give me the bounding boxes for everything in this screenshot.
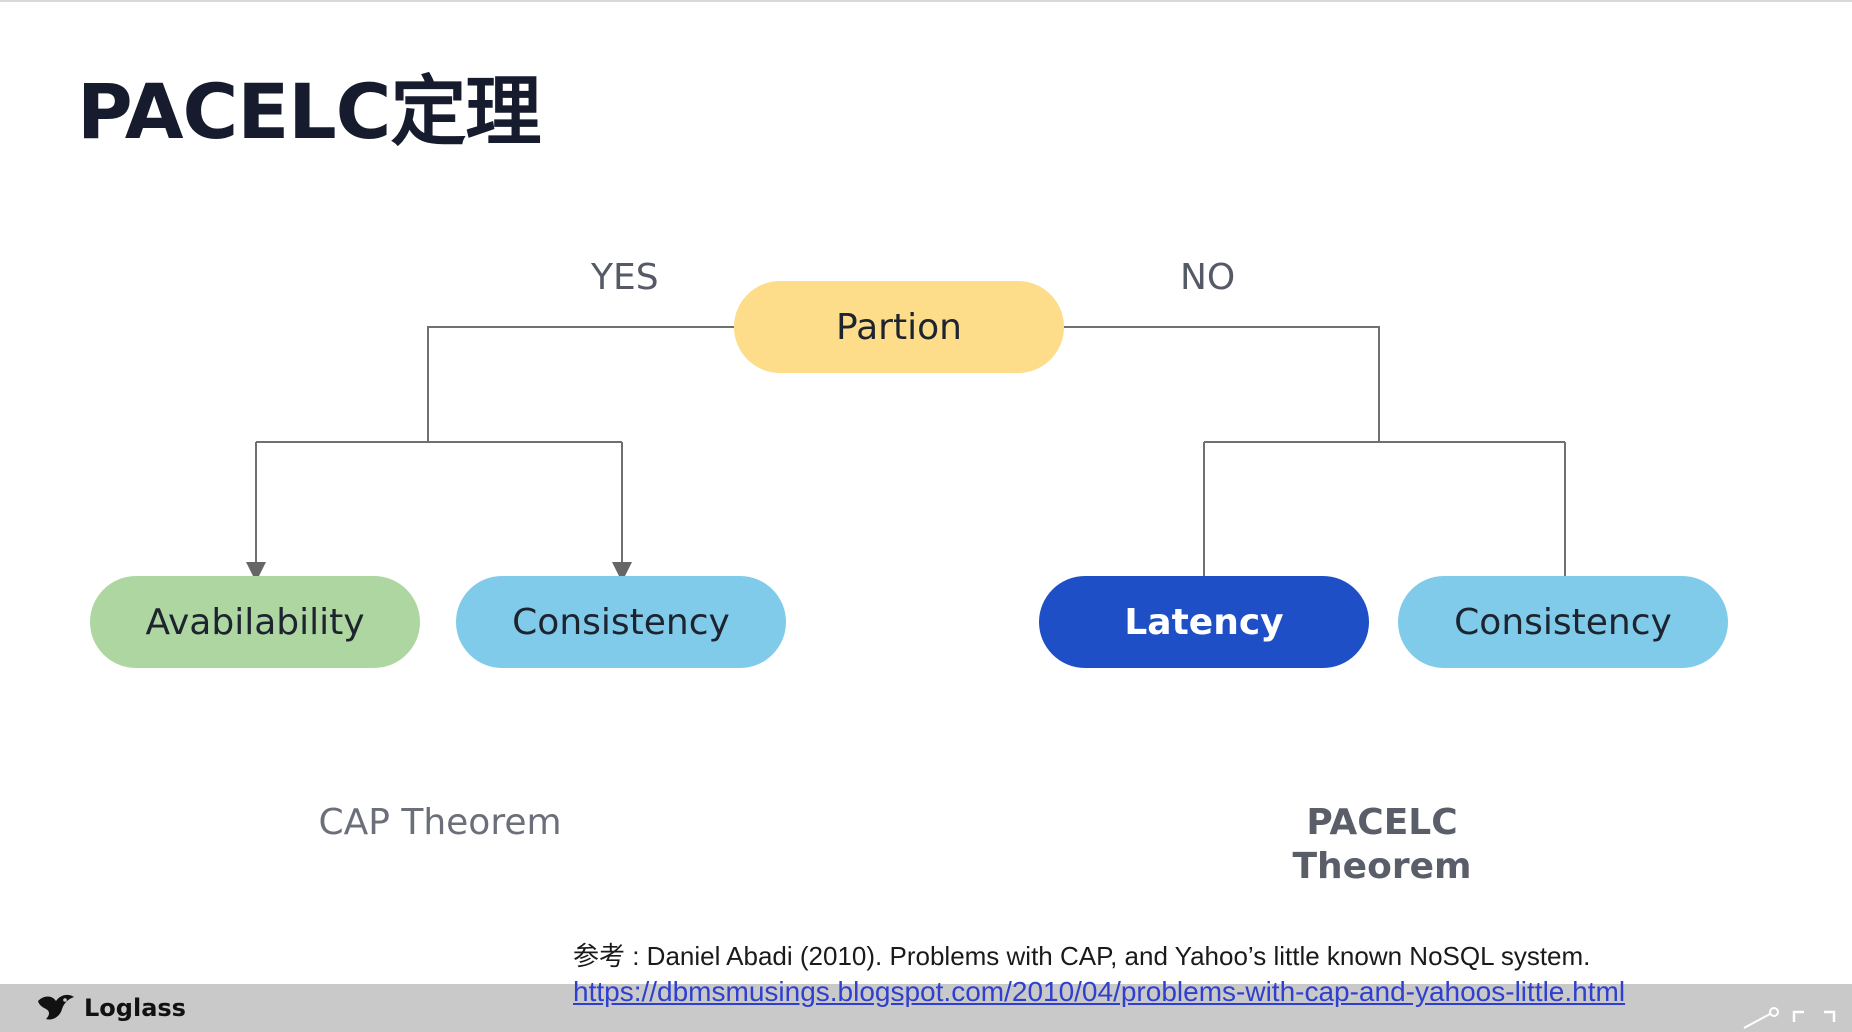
cap-theorem-caption: CAP Theorem [318,802,562,843]
no-label: NO [1180,257,1236,298]
pen-icon[interactable] [1740,1006,1784,1032]
availability-node: Avabilability [90,576,420,668]
page-title: PACELC定理 [77,67,541,156]
brand-name: Loglass [84,994,186,1022]
availability-node-label: Avabilability [145,601,365,643]
pacelc-theorem-caption: PACELC Theorem [1232,801,1532,889]
brand-logo: Loglass [34,988,186,1028]
reference-link[interactable]: https://dbmsmusings.blogspot.com/2010/04… [573,976,1626,1007]
partion-node-label: Partion [836,306,962,348]
fullscreen-icon[interactable] [1790,1006,1840,1032]
footer-bar [0,984,1852,1032]
pacelc-caption-line1: PACELC [1306,802,1458,843]
latency-node: Latency [1039,576,1369,668]
bird-icon [38,994,74,1020]
connector-no-trunk [1064,326,1380,442]
consistency-node-right: Consistency [1398,576,1728,668]
reference-text: 参考 : Daniel Abadi (2010). Problems with … [573,941,1591,971]
connector-yes-trunk [427,326,734,442]
partion-node: Partion [734,281,1064,373]
pacelc-caption-line2: Theorem [1292,846,1472,887]
consistency-node-right-label: Consistency [1454,601,1672,643]
latency-node-label: Latency [1124,601,1284,643]
consistency-node-left: Consistency [456,576,786,668]
consistency-node-left-label: Consistency [512,601,730,643]
yes-label: YES [591,257,659,298]
